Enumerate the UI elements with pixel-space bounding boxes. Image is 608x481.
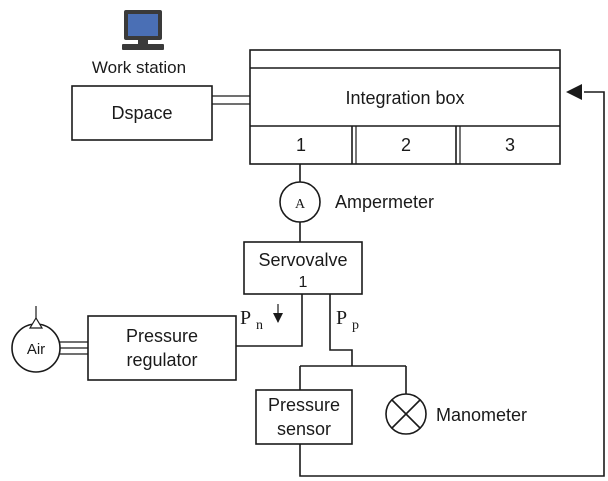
servovalve-box bbox=[243, 241, 363, 295]
servovalve-number: 1 bbox=[299, 274, 308, 291]
pressure-sensor-label-line2: sensor bbox=[277, 419, 331, 439]
servovalve-label: Servovalve bbox=[258, 250, 347, 270]
port-pp-label: P bbox=[336, 307, 347, 329]
integration-box-label: Integration box bbox=[345, 88, 464, 108]
workstation-label: Work station bbox=[92, 58, 186, 77]
feedback-arrow-icon bbox=[566, 84, 582, 100]
pressure-regulator-box bbox=[87, 315, 237, 381]
air-inlet-triangle-icon bbox=[28, 316, 44, 329]
manometer-label: Manometer bbox=[436, 405, 527, 425]
port-pn-label: P bbox=[240, 307, 251, 329]
dspace-label: Dspace bbox=[111, 103, 172, 123]
manometer-icon bbox=[385, 393, 427, 435]
integration-channel-3: 3 bbox=[505, 135, 515, 155]
dspace-box bbox=[71, 85, 213, 141]
pressure-sensor-label-line1: Pressure bbox=[268, 395, 340, 415]
pp-line bbox=[329, 294, 353, 366]
workstation-computer-icon bbox=[122, 10, 164, 50]
ampermeter-label: Ampermeter bbox=[335, 192, 434, 212]
air-label: Air bbox=[27, 341, 45, 358]
pn-line bbox=[236, 294, 303, 347]
integration-channel-1: 1 bbox=[296, 135, 306, 155]
pressure-sensor-box bbox=[255, 389, 353, 445]
integration-channel-2: 2 bbox=[401, 135, 411, 155]
integration-box bbox=[249, 49, 561, 165]
feedback-line bbox=[299, 91, 605, 477]
pressure-regulator-label-line2: regulator bbox=[126, 350, 197, 370]
port-pp-subscript: p bbox=[352, 318, 359, 333]
pressure-regulator-label-line1: Pressure bbox=[126, 326, 198, 346]
port-pn-subscript: n bbox=[256, 318, 263, 333]
ampermeter-symbol: A bbox=[295, 197, 306, 212]
